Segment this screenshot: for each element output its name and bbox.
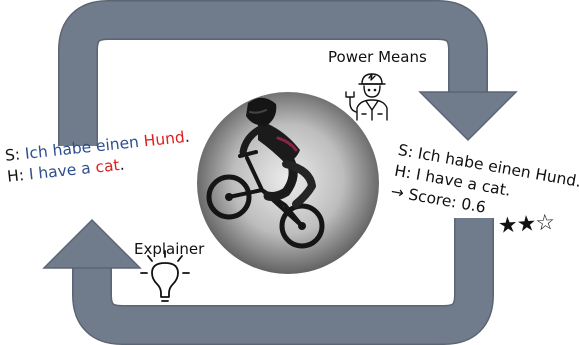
power-worker-icon — [345, 73, 388, 121]
left-source-prefix: S: — [4, 144, 26, 165]
power-means-label: Power Means — [328, 48, 427, 66]
left-hyp-prefix: H: — [6, 165, 30, 186]
left-hyp-end: . — [118, 155, 126, 174]
explainer-label: Explainer — [134, 240, 205, 258]
bmx-rider-icon — [206, 97, 325, 249]
lightbulb-icon — [140, 250, 190, 302]
left-source-end: . — [183, 127, 191, 147]
star-rating: ★★☆ — [497, 210, 555, 239]
left-hyp-highlight: cat — [94, 156, 121, 177]
bottom-cycle-arrow — [42, 218, 494, 345]
top-cycle-arrow — [58, 0, 518, 146]
left-source-highlight: Hund — [142, 128, 186, 151]
